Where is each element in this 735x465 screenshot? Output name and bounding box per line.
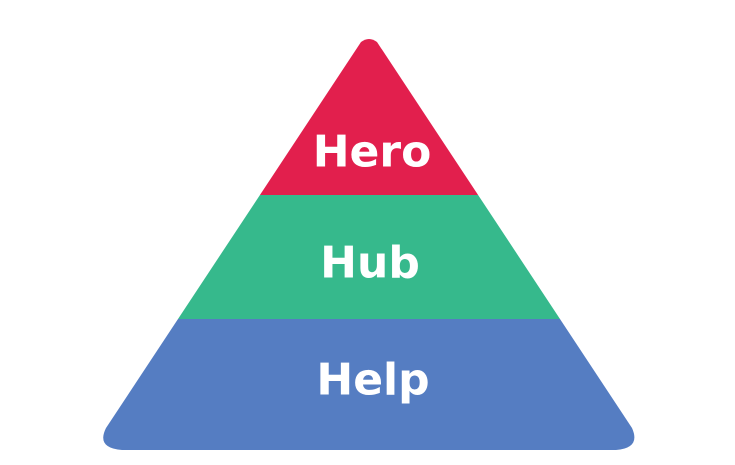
tier-hero-label: Hero [313,127,432,178]
tier-help [103,319,635,450]
tier-help-label: Help [316,355,429,406]
tier-hub-label: Hub [320,238,420,289]
